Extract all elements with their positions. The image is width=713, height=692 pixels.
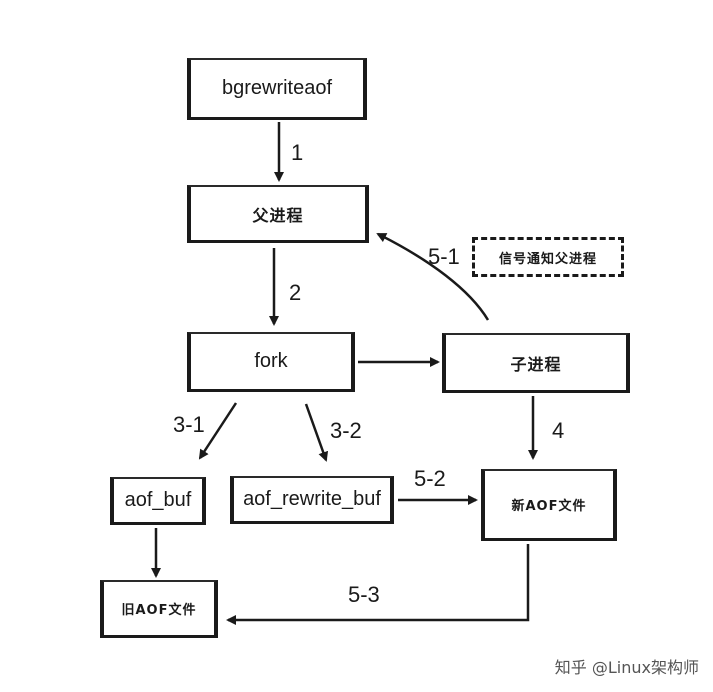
step-label-5-1: 5-1 <box>428 244 460 269</box>
step-label-2: 2 <box>289 280 302 305</box>
node-new-aof-file-label: 新AOF文件 <box>511 499 587 514</box>
node-parent-process-label: 父进程 <box>252 205 304 225</box>
node-aof-buf-label: aof_buf <box>124 489 192 511</box>
node-child-process: 子进程 <box>442 333 630 393</box>
node-fork: fork <box>187 332 355 392</box>
node-new-aof-file: 新AOF文件 <box>481 469 617 541</box>
node-aof-rewrite-buf-label: aof_rewrite_buf <box>243 488 381 510</box>
node-signal-parent: 信号通知父进程 <box>472 237 624 277</box>
node-old-aof-file: 旧AOF文件 <box>100 580 218 638</box>
arrow-5-3 <box>226 544 530 625</box>
watermark: 知乎 @Linux架构师 <box>554 658 699 677</box>
arrow-3-2 <box>304 403 329 462</box>
node-bgrewriteaof-label: bgrewriteaof <box>221 77 333 99</box>
node-aof-rewrite-buf: aof_rewrite_buf <box>230 476 394 524</box>
arrow-3-1 <box>198 402 238 460</box>
node-old-aof-file-label: 旧AOF文件 <box>121 603 197 618</box>
step-label-5-3: 5-3 <box>348 582 380 607</box>
step-label-3-1: 3-1 <box>173 412 205 437</box>
node-child-process-label: 子进程 <box>510 354 562 374</box>
arrow-5-1 <box>376 232 490 321</box>
node-fork-label: fork <box>254 350 288 372</box>
step-label-5-2: 5-2 <box>414 466 446 491</box>
node-parent-process: 父进程 <box>187 185 369 243</box>
node-signal-parent-label: 信号通知父进程 <box>498 251 597 267</box>
node-bgrewriteaof: bgrewriteaof <box>187 58 367 120</box>
step-label-1: 1 <box>291 140 304 165</box>
step-label-4: 4 <box>552 418 565 443</box>
node-aof-buf: aof_buf <box>110 477 206 525</box>
step-label-3-2: 3-2 <box>330 418 362 443</box>
